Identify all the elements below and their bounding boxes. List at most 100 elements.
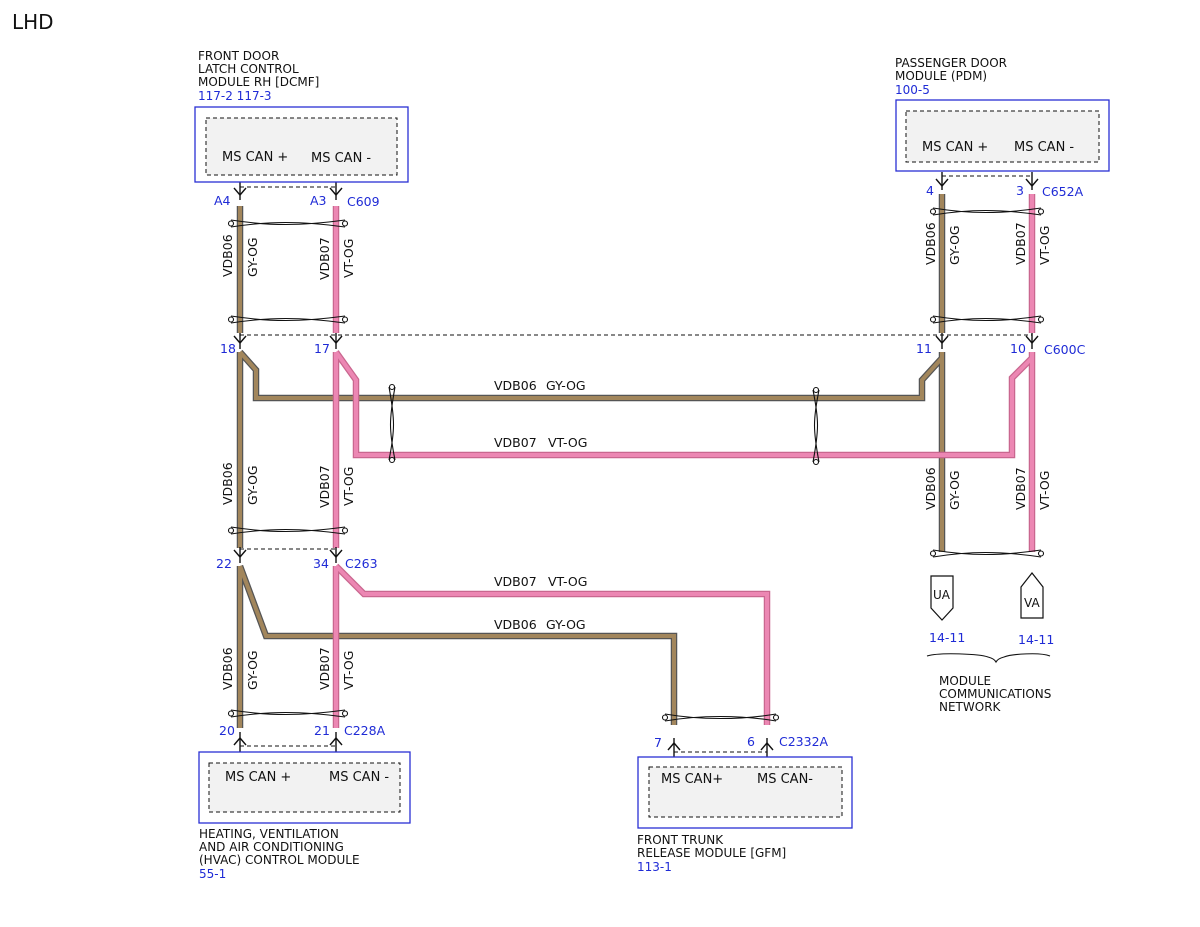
label-vdb07-circuit-e: VDB07: [317, 647, 332, 690]
module-hvac[interactable]: 20 21 C228A MS CAN + MS CAN - HEATING, V…: [198, 723, 411, 881]
label-vdb06-circuit-a: VDB06: [220, 234, 235, 277]
twist-markers: [227, 207, 1045, 722]
label-vdb07-circuit-c: VDB07: [317, 465, 332, 508]
label-h-vdb06-color-b: GY-OG: [546, 617, 586, 632]
label-vdb06-circuit-e: VDB06: [220, 647, 235, 690]
label-h-vdb06-circuit-b: VDB06: [494, 617, 537, 632]
label-vdb07-color-a: VT-OG: [341, 239, 356, 278]
label-h-vdb06-circuit-a: VDB06: [494, 378, 537, 393]
label-vdb07-circuit-a: VDB07: [317, 237, 332, 280]
label-h-vdb07-color-b: VT-OG: [548, 574, 587, 589]
dcmf-pin-right-label: MS CAN -: [311, 151, 371, 166]
hvac-connector: C228A: [344, 723, 386, 738]
gfm-title-line-2: RELEASE MODULE [GFM]: [637, 846, 786, 860]
dcmf-pin-left: A4: [214, 193, 231, 208]
pdm-pin-right-label: MS CAN -: [1014, 140, 1074, 155]
pdm-ref[interactable]: 100-5: [895, 83, 930, 97]
dcmf-connector: C609: [347, 194, 380, 209]
label-vdb07-circuit-b: VDB07: [1013, 222, 1028, 265]
vertical-wire-labels: VDB06 GY-OG VDB07 VT-OG VDB06 GY-OG VDB0…: [220, 222, 1052, 690]
pdm-inner-box: [905, 110, 1100, 163]
c263-pin-22: 22: [216, 556, 232, 571]
variant-label: LHD: [12, 10, 54, 34]
gfm-title-line-1: FRONT TRUNK: [637, 833, 724, 847]
connector-marks: [233, 172, 1039, 757]
twist-gfm: [661, 713, 780, 722]
hvac-ref[interactable]: 55-1: [199, 867, 226, 881]
network-label-line-3: NETWORK: [939, 700, 1002, 714]
pdm-pin-left: 4: [926, 183, 934, 198]
module-dcmf[interactable]: FRONT DOOR LATCH CONTROL MODULE RH [DCMF…: [194, 49, 409, 209]
gfm-pin-left: 7: [654, 735, 662, 750]
dcmf-ref[interactable]: 117-2 117-3: [198, 89, 272, 103]
twist-pdm-bottom: [929, 315, 1045, 324]
connector-c600c: 18 17 11 10 C600C: [220, 341, 1086, 357]
hvac-pin-left-label: MS CAN +: [225, 770, 291, 785]
dcmf-pin-left-label: MS CAN +: [222, 150, 288, 165]
network-label-line-1: MODULE: [939, 674, 991, 688]
dcmf-title-line-2: LATCH CONTROL: [198, 62, 299, 76]
wire-vdb07-c263-branch: [332, 563, 771, 728]
module-gfm[interactable]: 7 6 C2332A MS CAN+ MS CAN- FRONT TRUNK R…: [637, 734, 853, 874]
module-pdm[interactable]: PASSENGER DOOR MODULE (PDM) 100-5 MS CAN…: [895, 56, 1110, 199]
hvac-inner-box: [208, 762, 401, 813]
label-h-vdb07-color-a: VT-OG: [548, 435, 587, 450]
dcmf-pin-right: A3: [310, 193, 327, 208]
label-vdb07-circuit-d: VDB07: [1013, 467, 1028, 510]
va-terminal: [1020, 572, 1044, 619]
network-terminals: UA VA 14-11 14-11 MODULE COMMUNICATIONS …: [926, 572, 1054, 714]
label-vdb07-color-c: VT-OG: [341, 467, 356, 506]
hvac-title-line-3: (HVAC) CONTROL MODULE: [199, 853, 360, 867]
va-ref[interactable]: 14-11: [1018, 632, 1054, 647]
twist-pdm-top: [929, 207, 1045, 216]
c263-pin-34: 34: [313, 556, 329, 571]
ua-terminal: [930, 575, 954, 621]
wires: [236, 194, 1036, 728]
c600c-pin-18: 18: [220, 341, 236, 356]
pdm-connector: C652A: [1042, 184, 1084, 199]
pdm-pin-left-label: MS CAN +: [922, 140, 988, 155]
ua-label: UA: [933, 588, 951, 602]
label-vdb07-color-d: VT-OG: [1037, 471, 1052, 510]
gfm-pin-left-label: MS CAN+: [661, 772, 723, 787]
hvac-title-line-1: HEATING, VENTILATION: [199, 827, 339, 841]
label-vdb07-color-e: VT-OG: [341, 651, 356, 690]
c600c-pin-10: 10: [1010, 341, 1026, 356]
wire-vdb07-c600c-branch: [332, 350, 1036, 552]
twist-hvac: [227, 709, 349, 718]
twist-dcmf-top: [227, 219, 349, 228]
horizontal-wire-labels: VDB06 GY-OG VDB07 VT-OG VDB07 VT-OG VDB0…: [494, 378, 587, 632]
label-vdb06-color-b: GY-OG: [947, 225, 962, 265]
label-vdb06-color-d: GY-OG: [947, 470, 962, 510]
twist-horizontal-right: [812, 386, 820, 466]
wire-vdb06-c263-branch: [236, 564, 678, 728]
hvac-pin-right: 21: [314, 723, 330, 738]
gfm-pin-right-label: MS CAN-: [757, 772, 813, 787]
c263-name: C263: [345, 556, 378, 571]
gfm-pin-right: 6: [747, 734, 755, 749]
network-label-line-2: COMMUNICATIONS: [939, 687, 1051, 701]
pdm-title-line-2: MODULE (PDM): [895, 69, 987, 83]
hvac-title-line-2: AND AIR CONDITIONING: [199, 840, 344, 854]
twist-horizontal-left: [388, 383, 396, 464]
va-label: VA: [1024, 596, 1040, 610]
dcmf-title-line-1: FRONT DOOR: [198, 49, 279, 63]
gfm-connector: C2332A: [779, 734, 829, 749]
label-h-vdb07-circuit-b: VDB07: [494, 574, 537, 589]
dcmf-title-line-3: MODULE RH [DCMF]: [198, 75, 319, 89]
ua-ref[interactable]: 14-11: [929, 630, 965, 645]
pdm-pin-right: 3: [1016, 183, 1024, 198]
twist-mid-left: [227, 526, 349, 535]
twist-dcmf-bottom: [227, 315, 349, 324]
label-vdb07-color-b: VT-OG: [1037, 226, 1052, 265]
c600c-pin-17: 17: [314, 341, 330, 356]
gfm-ref[interactable]: 113-1: [637, 860, 672, 874]
network-brace: [926, 653, 1051, 664]
label-h-vdb07-circuit-a: VDB07: [494, 435, 537, 450]
c600c-name: C600C: [1044, 342, 1086, 357]
label-vdb06-circuit-d: VDB06: [923, 467, 938, 510]
hvac-pin-right-label: MS CAN -: [329, 770, 389, 785]
c600c-pin-11: 11: [916, 341, 932, 356]
